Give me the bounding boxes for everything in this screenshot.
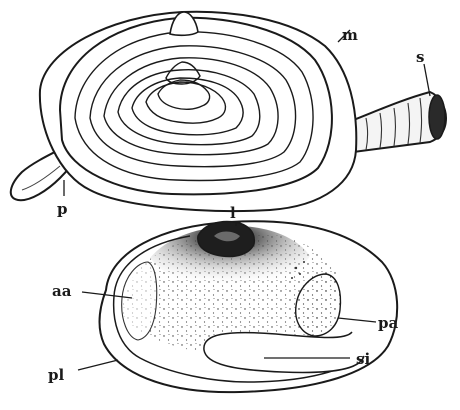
label-l: l <box>230 204 236 222</box>
label-aa: aa <box>52 282 72 300</box>
label-s: s <box>416 48 424 66</box>
siphon-opening <box>429 95 445 139</box>
label-m: m <box>342 26 358 44</box>
pallial-sinus <box>204 332 364 372</box>
label-si: si <box>356 350 370 368</box>
shell-external-view <box>11 12 446 211</box>
label-pl: pl <box>48 366 64 384</box>
shell-internal-view <box>78 221 397 392</box>
label-pa: pa <box>378 314 398 332</box>
label-p: p <box>57 200 68 218</box>
